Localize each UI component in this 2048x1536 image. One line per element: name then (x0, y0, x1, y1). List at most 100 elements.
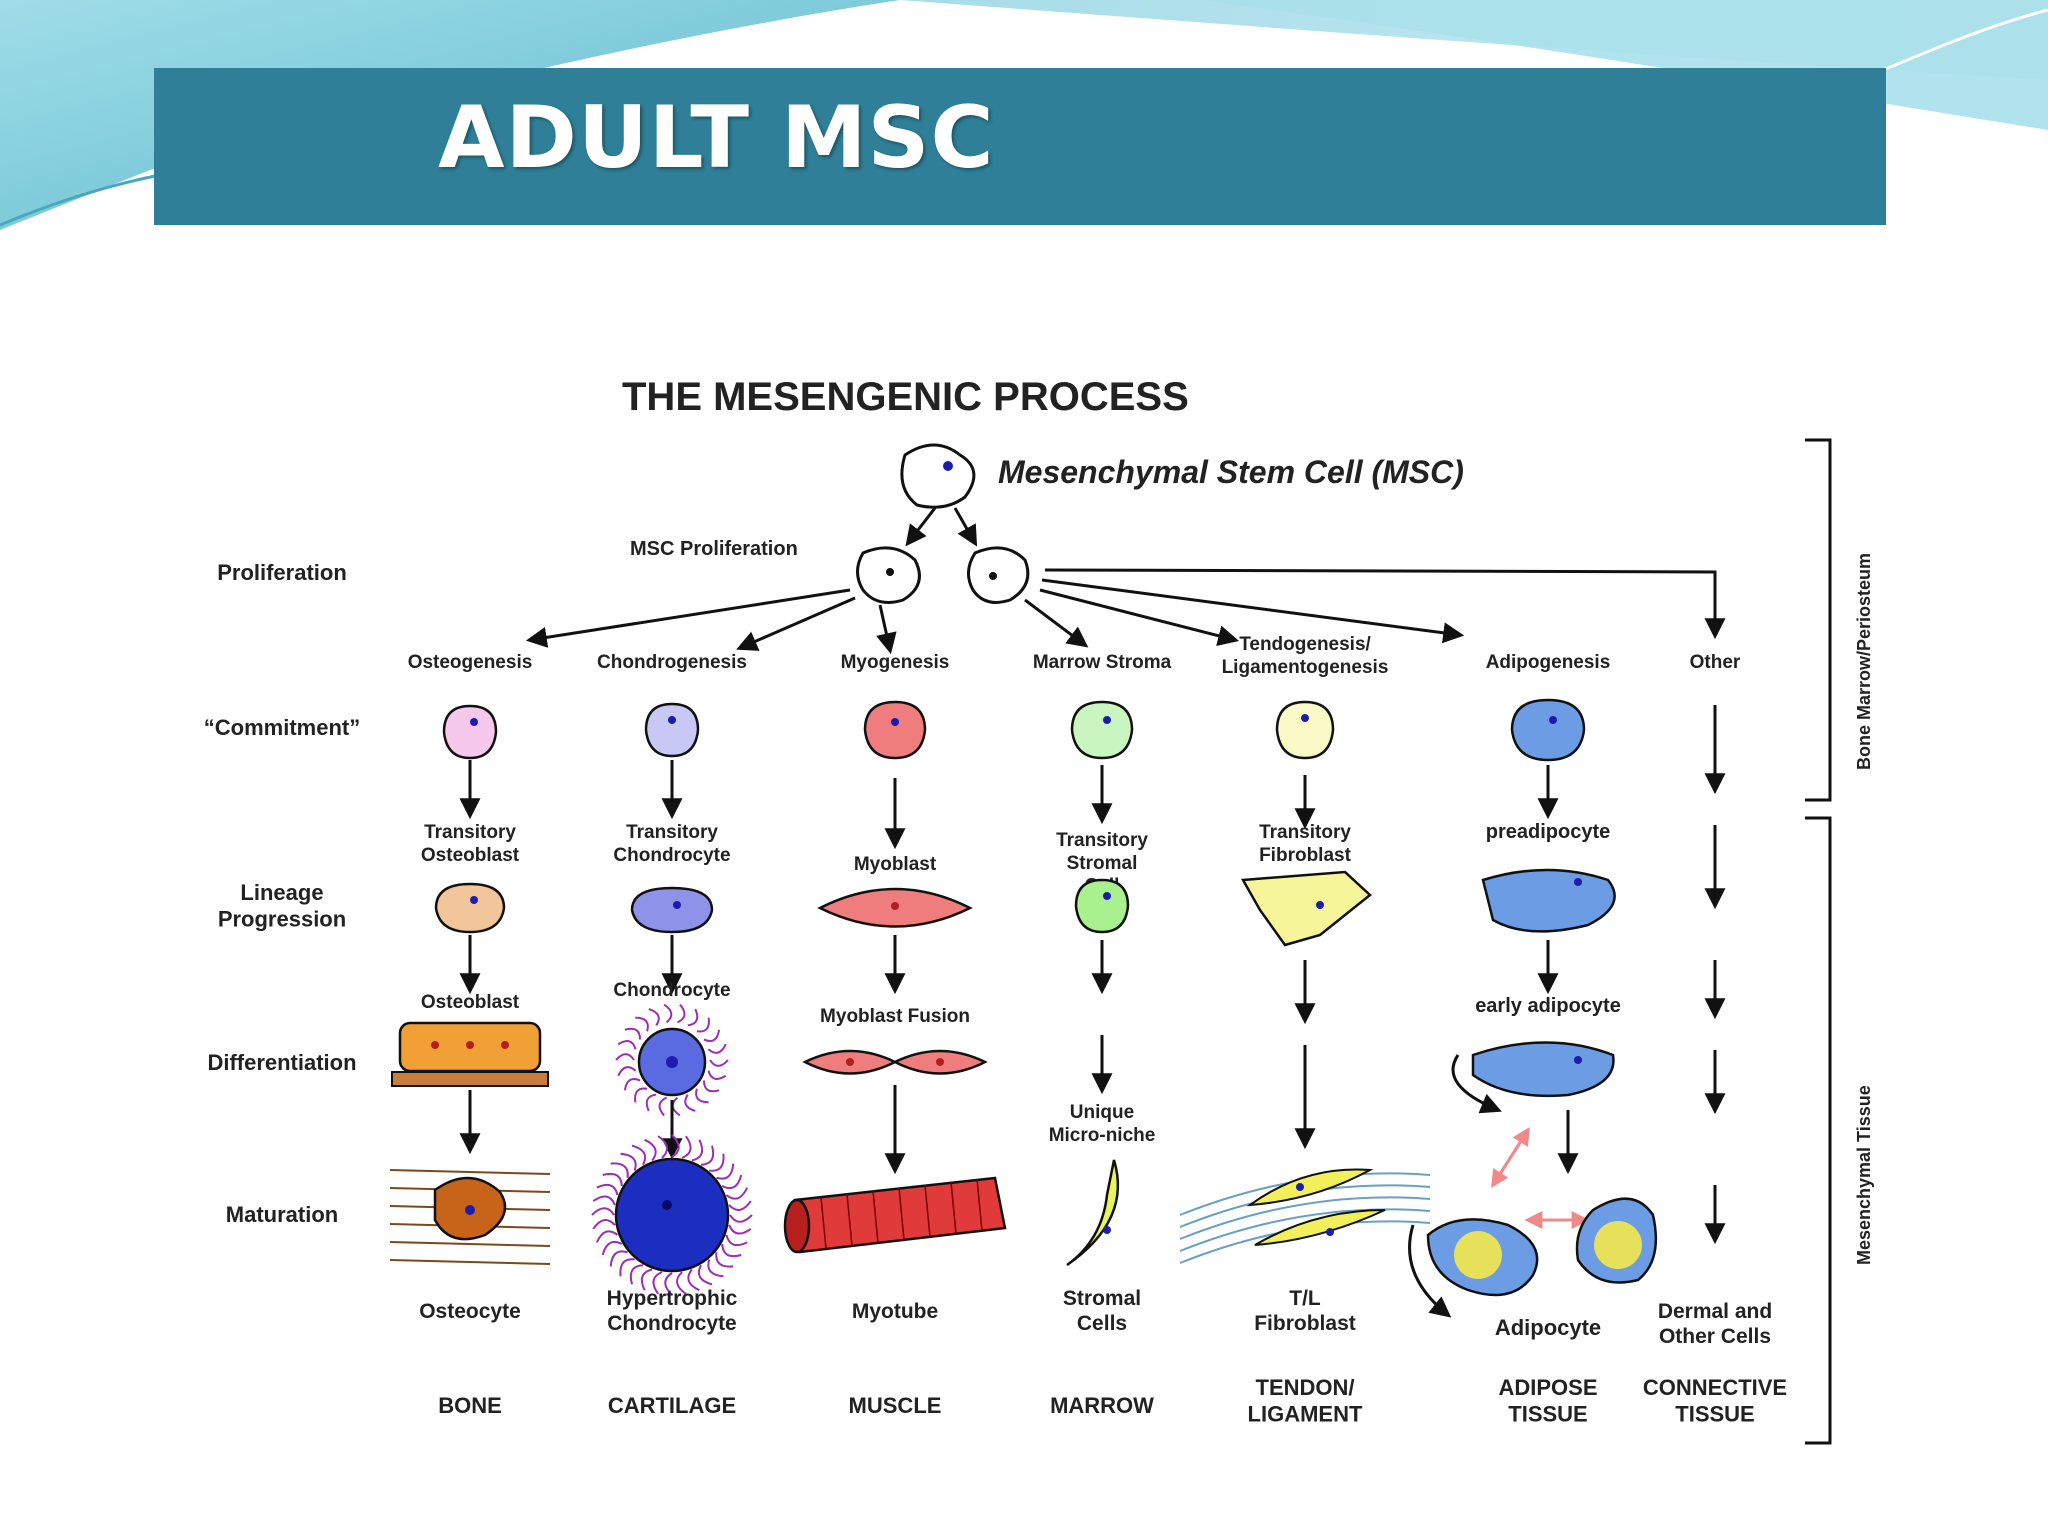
stage-label: Maturation (226, 1202, 338, 1227)
matrix-fibre (602, 1172, 623, 1187)
lineage-columns: OsteogenesisBONEChondrogenesisCARTILAGEM… (389, 634, 1787, 1426)
matrix-fibre (725, 1187, 749, 1200)
process-label: Tendogenesis/Ligamentogenesis (1222, 634, 1389, 678)
tissue-label: BONE (438, 1393, 502, 1418)
flow-arrow (1491, 1126, 1530, 1186)
matrix-fibre (691, 1139, 704, 1162)
osteoid-matrix (391, 1071, 549, 1087)
process-label: Myogenesis (841, 652, 950, 673)
matrix-fibre (695, 1088, 709, 1104)
nucleus (846, 1058, 854, 1066)
differentiation-label: Chondrocyte (613, 980, 730, 1001)
myotube (793, 1176, 1007, 1254)
content-panel (154, 225, 1886, 1500)
matrix-fibre (629, 1264, 644, 1285)
matrix-fibre (671, 1134, 680, 1158)
matrix-fibre (721, 1174, 743, 1190)
nucleus (1574, 1056, 1582, 1064)
matrix-fibre (640, 1268, 653, 1291)
matrix-fibre (703, 1029, 721, 1043)
bone-lamella (389, 1241, 551, 1247)
bone-lamella (389, 1169, 551, 1175)
nucleus (1103, 892, 1111, 900)
matrix-fibre (615, 1053, 635, 1061)
matrix-fibre (707, 1043, 727, 1054)
slide-title: ADULT MSC (438, 88, 995, 188)
nucleus (466, 1041, 474, 1049)
bone-lamella (389, 1259, 551, 1265)
nucleus (1103, 1226, 1111, 1234)
matrix-fibre (707, 1259, 724, 1278)
side-label-upper: Bone Marrow/Periosteum (1854, 553, 1874, 770)
process-label: Other (1690, 652, 1741, 673)
stage-label: Differentiation (207, 1050, 356, 1075)
matrix-fibre (681, 1135, 692, 1159)
stage-label: Proliferation (217, 560, 347, 585)
transitory-chondrocyte-cell (630, 886, 714, 934)
nucleus (1103, 716, 1111, 724)
flow-arrow (1451, 1054, 1502, 1114)
hypertrophic-chondrocyte-cell (614, 1157, 730, 1273)
matrix-fibre (617, 1066, 637, 1077)
daughter-cell-right (967, 546, 1030, 604)
matrix-fibre (696, 1017, 710, 1033)
nucleus (891, 718, 899, 726)
nucleus (668, 716, 676, 724)
committed-chondro-cell (644, 702, 700, 758)
matrix-fibre (644, 1138, 657, 1162)
process-label: Chondrogenesis (597, 652, 747, 673)
differentiation-label: Osteoblast (421, 992, 520, 1013)
nucleus (1296, 1183, 1304, 1191)
diagram-title: THE MESENGENIC PROCESS (622, 375, 1189, 419)
matrix-fibre (657, 1135, 668, 1159)
matrix-fibre (595, 1230, 619, 1243)
stromal-cell (1066, 1159, 1120, 1267)
flow-arrow (1408, 1224, 1452, 1318)
committed-myo-cell (863, 700, 927, 760)
tissue-label: MUSCLE (849, 1393, 942, 1418)
bracket-upper (1805, 438, 1832, 802)
nucleus (662, 1200, 672, 1210)
top-left-swoosh (0, 0, 900, 230)
matrix-fibre (728, 1200, 752, 1211)
preadipocyte-cell (1481, 868, 1616, 933)
matrix-fibre (617, 1040, 637, 1050)
matrix-fibre (623, 1077, 641, 1091)
matrix-fibre (634, 1087, 648, 1103)
transitory-osteoblast-cell (434, 882, 506, 934)
matrix-fibre (725, 1234, 748, 1247)
matrix-fibre (592, 1195, 616, 1206)
matrix-fibre (610, 1162, 629, 1178)
msc-proliferation-label: MSC Proliferation (630, 538, 798, 560)
msc-label: Mesenchymal Stem Cell (MSC) (998, 454, 1464, 490)
matrix-fibre (709, 1153, 725, 1172)
side-label-lower: Mesenchymal Tissue (1854, 1085, 1874, 1265)
matrix-fibre (596, 1183, 619, 1196)
matrix-fibre (620, 1152, 637, 1171)
process-label: Marrow Stroma (1033, 652, 1172, 673)
transitory-label: Myoblast (854, 854, 937, 875)
nucleus (1326, 1228, 1334, 1236)
matrix-fibre (609, 1250, 628, 1267)
transitory-stromal-cell (1074, 878, 1130, 934)
matrix-fibre (700, 1145, 715, 1166)
committed-stroma-cell (1070, 700, 1134, 760)
nucleus (891, 902, 899, 910)
collagen-fibre (1179, 1196, 1431, 1240)
matrix-fibre (715, 1252, 734, 1268)
process-label: Adipogenesis (1486, 652, 1611, 673)
transitory-fibroblast-cell (1240, 870, 1372, 947)
matrix-fibre (645, 1093, 657, 1112)
